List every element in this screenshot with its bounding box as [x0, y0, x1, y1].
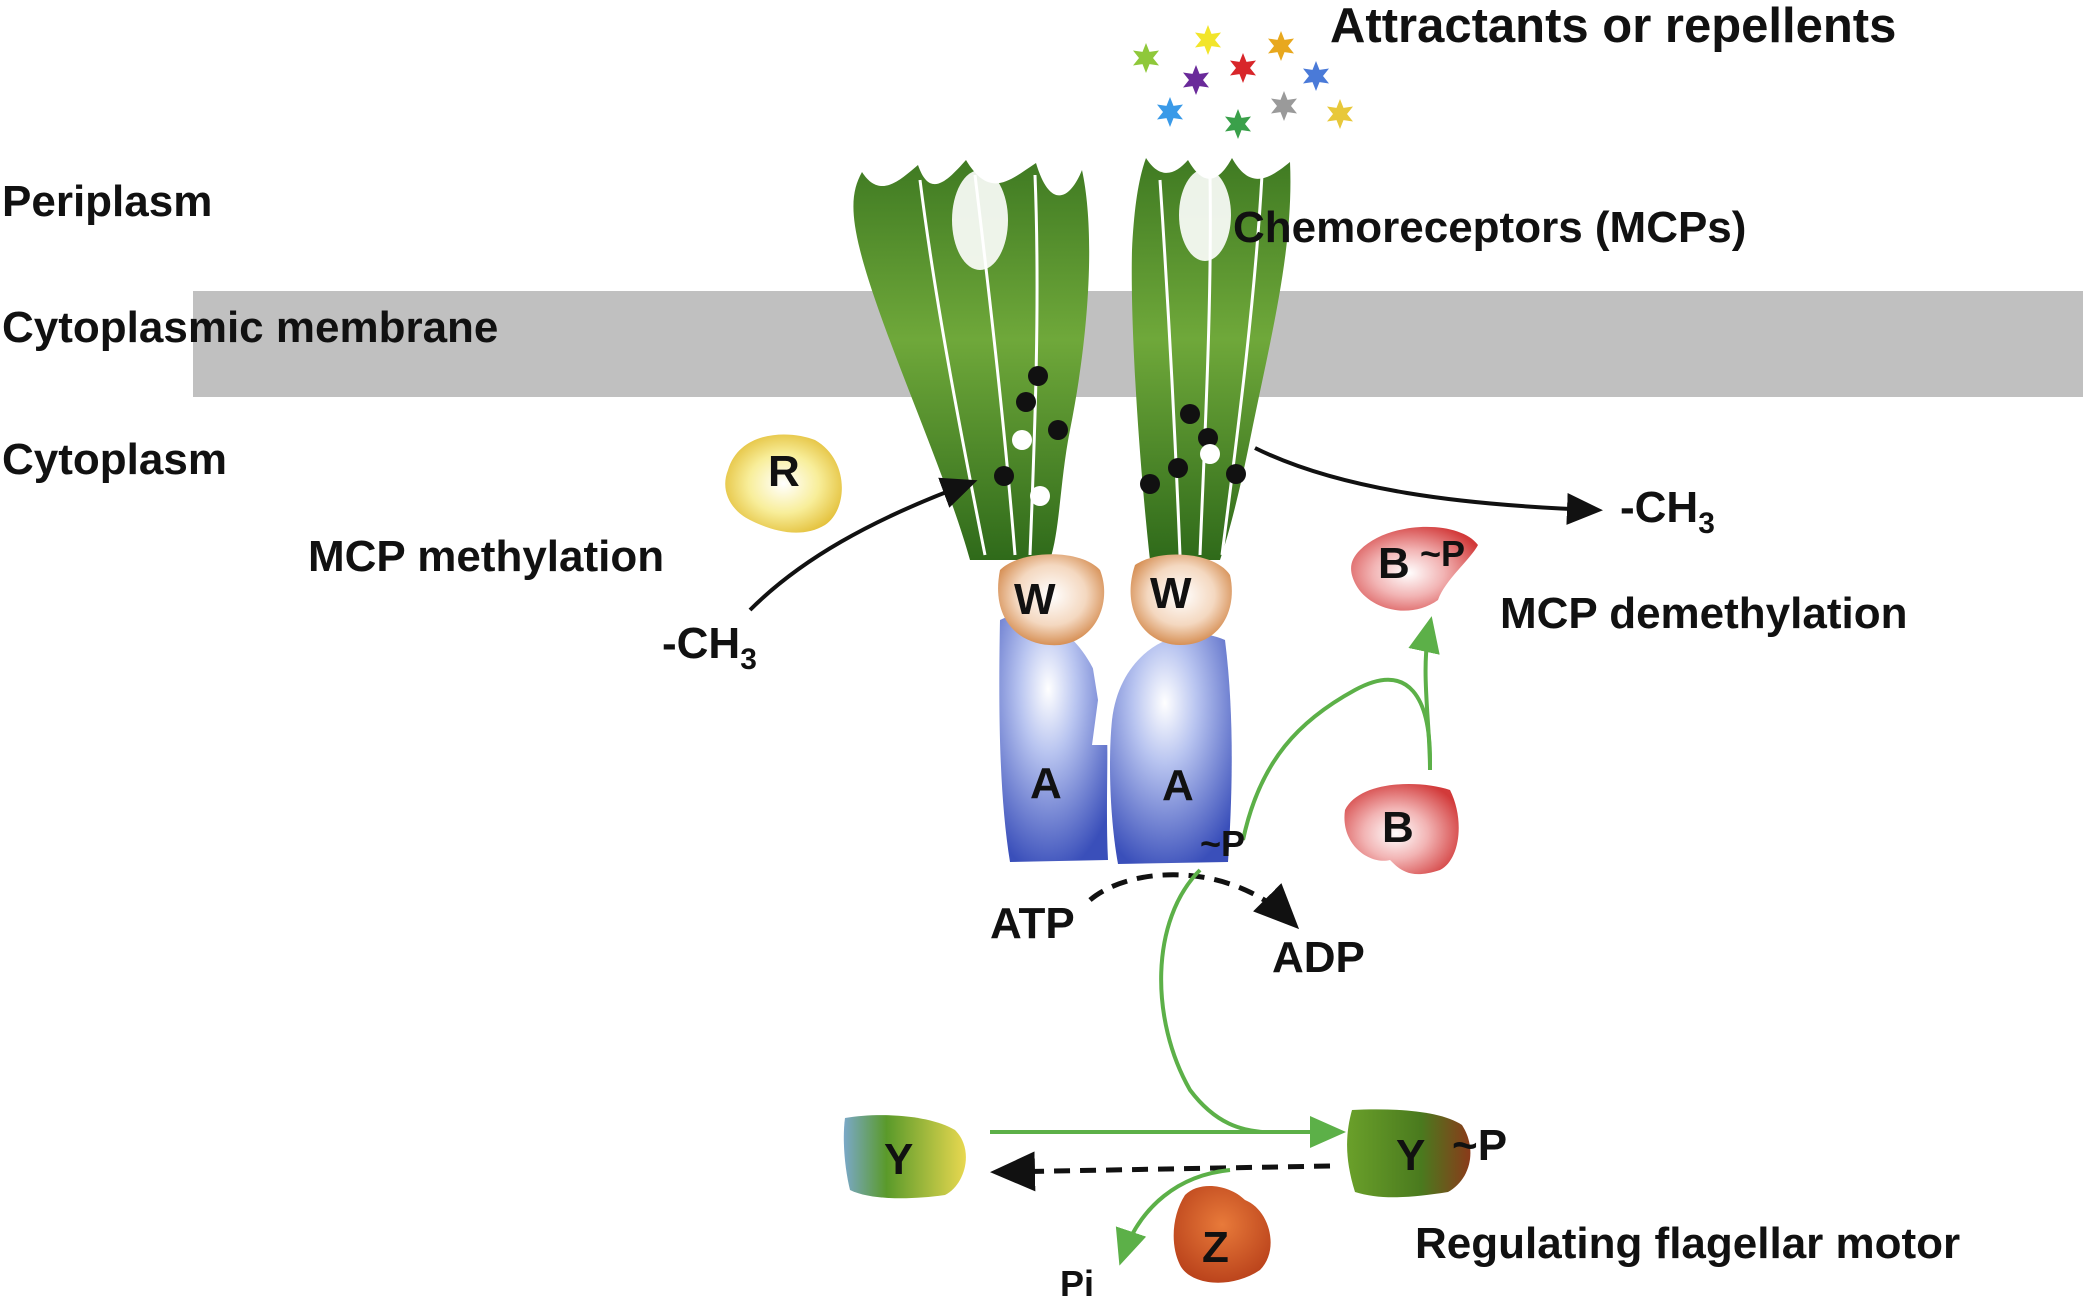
methyl-group-right: -CH3: [1620, 483, 1715, 541]
chey-dephosphorylation-dashed-arrow: [990, 1151, 1331, 1192]
chez-protein: [1173, 1185, 1271, 1283]
cytoplasm-label: Cytoplasm: [2, 435, 227, 484]
attractants-label: Attractants or repellents: [1330, 0, 1897, 53]
chey-phosphorylated-protein: [1347, 1109, 1471, 1198]
chea-right: [1110, 633, 1232, 864]
cher-letter: R: [768, 447, 800, 496]
methylation-label: MCP methylation: [308, 532, 665, 581]
chew-left-letter: W: [1014, 575, 1056, 624]
demethylation-arrow: [1254, 446, 1603, 525]
ligand-star: [1303, 61, 1329, 91]
ligand-star: [1327, 99, 1353, 129]
ligand-star: [1183, 65, 1209, 95]
chemoreceptor-right: [1131, 158, 1291, 560]
methylation-arrow: [748, 477, 978, 612]
chew-left: [998, 554, 1105, 646]
ligand-star: [1271, 91, 1297, 121]
chea-left-letter: A: [1030, 759, 1062, 808]
atp-adp-dashed-arrow: [1088, 872, 1300, 930]
phosphotransfer-to-cheb-arrow: [1241, 677, 1432, 841]
chea-left: [999, 614, 1108, 862]
membrane-label: Cytoplasmic membrane: [2, 303, 499, 352]
phosphotransfer-to-chey-arrow: [1159, 868, 1263, 1134]
adp-label: ADP: [1272, 933, 1365, 982]
chew-right-letter: W: [1150, 569, 1192, 618]
pi-label: Pi: [1060, 1263, 1095, 1304]
ligand-star: [1195, 25, 1221, 55]
demethylation-label: MCP demethylation: [1500, 589, 1908, 638]
phospho-a-label: ~P: [1200, 823, 1246, 864]
methyl-group-left: -CH3: [662, 619, 757, 677]
regulating-label: Regulating flagellar motor: [1415, 1219, 1961, 1268]
atp-label: ATP: [990, 899, 1075, 948]
ligand-star: [1157, 97, 1183, 127]
ligand-star: [1268, 31, 1294, 61]
cheb-phos-letter: B: [1378, 539, 1410, 588]
pi-release-arrow: [1115, 1168, 1231, 1266]
ligand-stars: [1133, 25, 1353, 139]
cher-protein: [725, 434, 842, 533]
chey-letter: Y: [884, 1135, 914, 1184]
cheb-protein: [1344, 784, 1459, 875]
chemoreceptors-label: Chemoreceptors (MCPs): [1233, 203, 1747, 252]
cheb-phosphorylated-protein: [1351, 526, 1478, 611]
chey-phos-letter: Y: [1396, 1131, 1426, 1180]
ligand-star: [1230, 53, 1256, 83]
chey-protein: [843, 1115, 966, 1199]
phospho-y-label: ~P: [1452, 1121, 1508, 1170]
ligand-star: [1133, 43, 1159, 73]
chew-right: [1130, 554, 1232, 645]
cheb-letter: B: [1382, 803, 1414, 852]
chea-right-letter: A: [1162, 761, 1194, 810]
cheb-phosphorylation-arrow: [1408, 616, 1440, 771]
periplasm-label: Periplasm: [2, 177, 213, 226]
ligand-star: [1225, 109, 1251, 139]
chez-letter: Z: [1202, 1223, 1229, 1272]
phospho-b-label: ~P: [1420, 533, 1466, 574]
